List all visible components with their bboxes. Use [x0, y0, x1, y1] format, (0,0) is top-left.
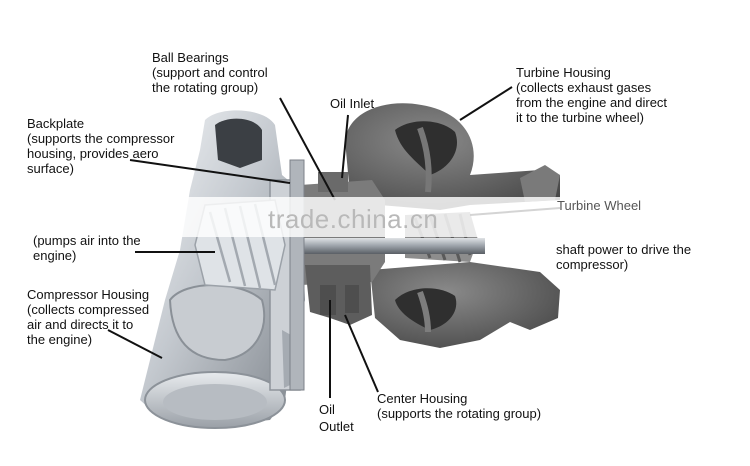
label-turbine-housing-desc-2: from the engine and direct — [516, 95, 668, 110]
label-oil-outlet-line-1: Oil — [319, 402, 335, 417]
leader-backplate — [129, 159, 291, 184]
label-turbine-wheel-desc-2: compressor) — [556, 257, 629, 272]
label-compressor-housing-desc-1: (collects compressed — [27, 302, 150, 317]
backplate-shape — [289, 159, 305, 391]
label-turbine-wheel: Turbine Wheel — [557, 198, 641, 213]
leader-ball-bearings — [279, 97, 336, 201]
label-backplate-desc-3: surface) — [27, 161, 74, 176]
label-center-housing: Center Housing (supports the rotating gr… — [377, 391, 541, 421]
label-compressor-housing-desc-2: air and directs it to — [27, 317, 134, 332]
label-oil-outlet: Oil Outlet — [319, 401, 354, 435]
label-compressor-wheel: (pumps air into the engine) — [33, 233, 141, 263]
label-ball-bearings-desc-1: (support and control — [152, 65, 268, 80]
label-compressor-wheel-desc-1: (pumps air into the — [33, 233, 141, 248]
leader-center-housing — [344, 314, 379, 393]
turbine-housing-shape — [345, 103, 560, 210]
label-backplate-title: Backplate — [27, 116, 85, 131]
label-turbine-housing-desc-3: it to the turbine wheel) — [516, 110, 644, 125]
label-turbine-housing: Turbine Housing (collects exhaust gases … — [516, 65, 667, 125]
watermark-text: trade.china.cn — [268, 204, 439, 234]
label-compressor-housing-title: Compressor Housing — [27, 287, 150, 302]
label-turbine-housing-desc-1: (collects exhaust gases — [516, 80, 652, 95]
label-backplate-desc-2: housing, provides aero — [27, 146, 159, 161]
label-ball-bearings-title: Ball Bearings — [152, 50, 229, 65]
label-ball-bearings: Ball Bearings (support and control the r… — [152, 50, 268, 95]
label-compressor-housing: Compressor Housing (collects compressed … — [27, 287, 149, 347]
label-turbine-wheel-desc: shaft power to drive the compressor) — [556, 242, 691, 272]
label-turbine-wheel-desc-1: shaft power to drive the — [556, 242, 692, 257]
label-oil-inlet: Oil Inlet — [330, 96, 374, 111]
leader-turbine-housing — [459, 86, 513, 121]
label-backplate: Backplate (supports the compressor housi… — [27, 116, 174, 176]
turbine-housing-lower-shape — [370, 262, 560, 348]
label-center-housing-desc: (supports the rotating group) — [377, 406, 542, 421]
leader-oil-inlet — [341, 114, 349, 179]
label-compressor-housing-desc-3: the engine) — [27, 332, 93, 347]
label-ball-bearings-desc-2: the rotating group) — [152, 80, 259, 95]
label-center-housing-title: Center Housing — [377, 391, 468, 406]
label-compressor-wheel-desc-2: engine) — [33, 248, 77, 263]
label-turbine-wheel-title: Turbine Wheel — [557, 198, 642, 213]
watermark-band — [0, 197, 750, 237]
leader-compressor-housing — [107, 329, 163, 359]
label-backplate-desc-1: (supports the compressor — [27, 131, 175, 146]
label-oil-inlet-title: Oil Inlet — [330, 96, 375, 111]
label-oil-outlet-line-2: Outlet — [319, 419, 354, 434]
label-turbine-housing-title: Turbine Housing — [516, 65, 611, 80]
